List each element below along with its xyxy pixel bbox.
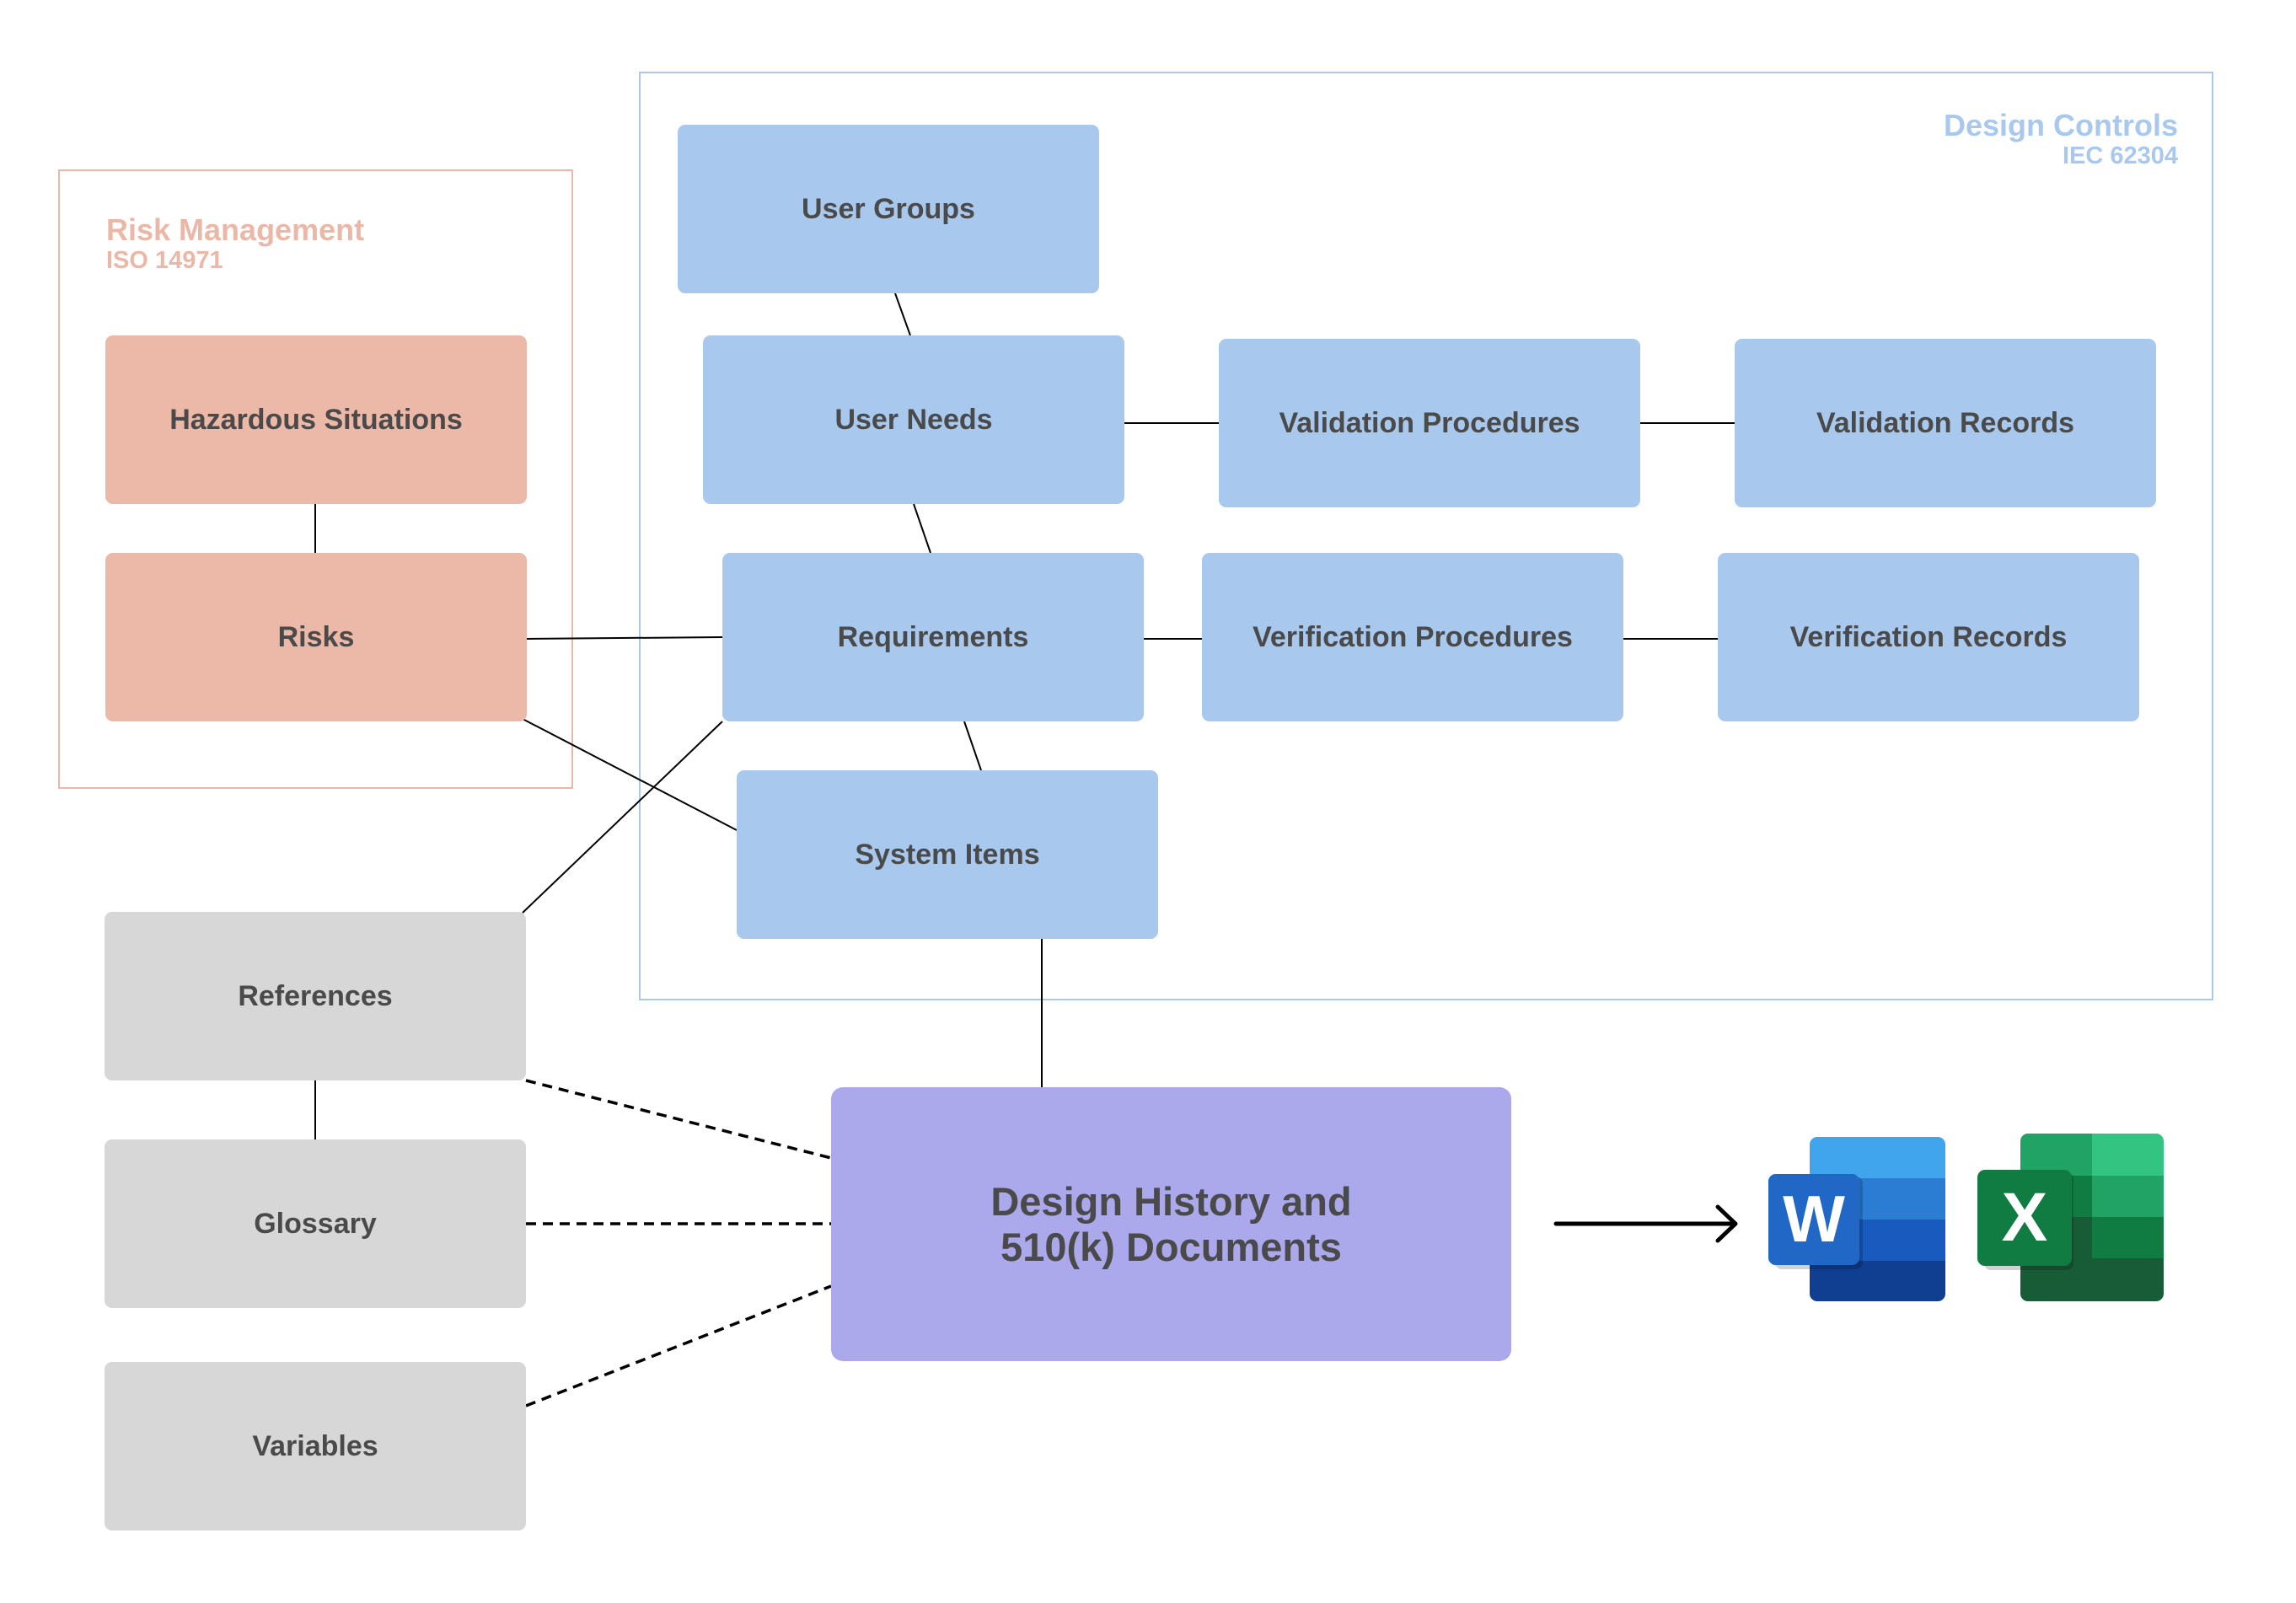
node-design-history-documents[interactable]: Design History and 510(k) Documents (831, 1087, 1511, 1361)
word-icon: W (1768, 1137, 1945, 1301)
node-verification-records[interactable]: Verification Records (1718, 553, 2139, 721)
design-controls-title: Design Controls (1943, 108, 2178, 142)
edge-variables-design-history (525, 1284, 832, 1407)
node-label: Validation Procedures (1279, 406, 1580, 439)
node-label: References (238, 979, 393, 1012)
node-label: Requirements (837, 620, 1029, 653)
node-hazardous-situations[interactable]: Hazardous Situations (105, 335, 527, 504)
node-validation-procedures[interactable]: Validation Procedures (1219, 339, 1640, 507)
node-system-items[interactable]: System Items (737, 770, 1158, 939)
design-controls-heading: Design Controls IEC 62304 (1944, 110, 2178, 169)
node-label: Glossary (254, 1207, 377, 1240)
node-user-needs[interactable]: User Needs (703, 335, 1124, 504)
node-verification-procedures[interactable]: Verification Procedures (1202, 553, 1623, 721)
edge-user-needs-requirements (913, 503, 931, 554)
excel-icon: X (1977, 1134, 2164, 1301)
node-label: Risks (277, 620, 355, 653)
node-label: Verification Records (1789, 620, 2068, 653)
design-controls-group: Design Controls IEC 62304 (639, 72, 2213, 1000)
node-label-line-2: 510(k) Documents (1000, 1224, 1342, 1269)
node-label: System Items (855, 838, 1040, 871)
design-controls-standard: IEC 62304 (2062, 142, 2178, 169)
node-label: User Needs (834, 403, 993, 436)
node-variables[interactable]: Variables (105, 1362, 526, 1531)
node-label-line-1: Design History and (990, 1178, 1352, 1224)
edge-references-design-history (525, 1079, 832, 1160)
node-references[interactable]: References (105, 912, 526, 1080)
node-label: Variables (252, 1429, 378, 1462)
edge-references-requirements (522, 721, 723, 914)
node-validation-records[interactable]: Validation Records (1735, 339, 2156, 507)
edge-user-groups-user-needs (894, 292, 911, 336)
edge-risks-system-items (522, 718, 738, 831)
export-arrow-head (1715, 1204, 1738, 1243)
word-letter: W (1783, 1182, 1845, 1256)
node-label: Design History and 510(k) Documents (990, 1179, 1351, 1270)
risk-management-title: Risk Management (106, 212, 365, 247)
node-requirements[interactable]: Requirements (722, 553, 1144, 721)
node-label: Hazardous Situations (169, 403, 463, 436)
risk-management-group: Risk Management ISO 14971 (58, 169, 573, 789)
excel-letter: X (2002, 1179, 2048, 1256)
node-label: Validation Records (1816, 406, 2075, 439)
node-label: User Groups (802, 192, 975, 225)
edge-risks-requirements (525, 636, 723, 640)
edge-requirements-system-items (963, 721, 982, 771)
node-risks[interactable]: Risks (105, 553, 527, 721)
risk-management-standard: ISO 14971 (106, 247, 223, 274)
node-label: Verification Procedures (1253, 620, 1573, 653)
risk-management-heading: Risk Management ISO 14971 (106, 215, 364, 273)
node-user-groups[interactable]: User Groups (678, 125, 1099, 293)
node-glossary[interactable]: Glossary (105, 1139, 526, 1308)
